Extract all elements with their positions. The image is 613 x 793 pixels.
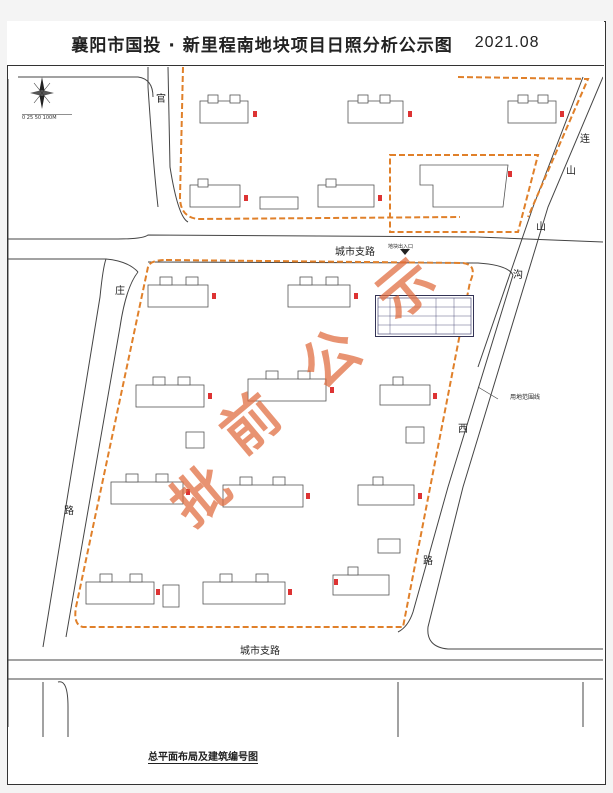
plan-caption: 总平面布局及建筑编号图 — [148, 748, 258, 764]
road-label-right-5: 西 — [458, 424, 468, 435]
building-small-4 — [162, 584, 180, 608]
building-a3 — [135, 376, 205, 408]
building-north-6 — [317, 178, 375, 208]
site-boundary — [74, 67, 590, 628]
road-label-right-3: 山 — [536, 222, 546, 233]
building-a10 — [202, 573, 286, 605]
building-existing-1 — [419, 164, 509, 208]
building-north-4 — [189, 178, 241, 208]
building-north-5 — [259, 196, 299, 210]
road-label-top: 城市支路 — [335, 247, 375, 258]
building-a1 — [147, 276, 209, 308]
land-boundary-leader — [477, 386, 499, 400]
building-a4 — [247, 370, 327, 402]
road-label-right-6: 路 — [423, 556, 433, 567]
road-label-left-3: 路 — [64, 506, 74, 517]
page-title: 襄阳市国投 · 新里程南地块项目日照分析公示图 — [71, 35, 453, 56]
road-label-right-1: 连 — [580, 134, 590, 145]
building-a8 — [357, 476, 415, 506]
building-north-1 — [199, 94, 249, 124]
site-plan-map — [8, 67, 603, 737]
gate-label: 地块出入口 — [388, 244, 414, 250]
road-lines — [8, 67, 603, 737]
gate-marker — [400, 249, 410, 255]
building-markers — [156, 111, 564, 595]
title-date: 2021.08 — [474, 34, 540, 51]
building-a5 — [379, 376, 431, 406]
road-label-bottom: 城市支路 — [240, 646, 280, 657]
road-label-right-4: 沟 — [513, 270, 523, 281]
building-small-1 — [185, 431, 205, 449]
building-a6 — [110, 473, 184, 505]
road-label-right-2: 山 — [566, 166, 576, 177]
land-boundary-label: 用地范围线 — [510, 394, 541, 401]
legend-table — [375, 295, 474, 337]
title-bar: 襄阳市国投 · 新里程南地块项目日照分析公示图 2021.08 — [7, 21, 604, 66]
buildings — [85, 94, 557, 608]
building-small-3 — [377, 538, 401, 554]
building-a11 — [332, 566, 390, 596]
building-a2 — [287, 276, 351, 308]
building-a9 — [85, 573, 155, 605]
building-north-2 — [347, 94, 404, 124]
road-label-left-1: 官 — [156, 94, 166, 105]
scale-bar: 0 25 50 100M — [22, 115, 57, 121]
road-label-left-2: 庄 — [115, 286, 125, 297]
building-small-2 — [405, 426, 425, 444]
building-a7 — [222, 476, 304, 508]
north-arrow — [20, 75, 76, 123]
building-north-3 — [507, 94, 557, 124]
